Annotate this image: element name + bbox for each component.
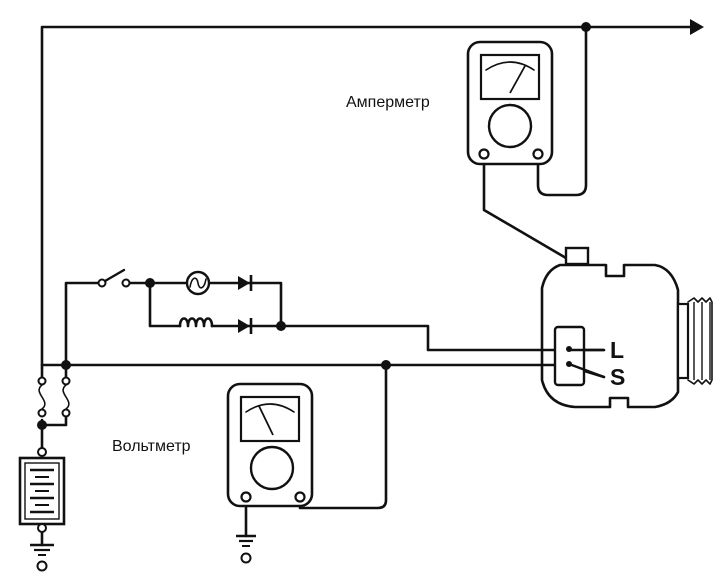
- terminal-l-label: L: [610, 337, 624, 363]
- battery-icon: [18, 447, 66, 533]
- output-arrow: [690, 19, 704, 35]
- battery-ground-icon: [30, 543, 54, 572]
- terminal-s-label: S: [610, 364, 625, 390]
- voltmeter-icon: [226, 382, 314, 508]
- voltmeter-ground-icon: [236, 534, 256, 564]
- fuses: [37, 376, 71, 418]
- coil-icon: [178, 317, 214, 328]
- ammeter-icon: [466, 40, 554, 166]
- diode-icon-upper: [238, 275, 253, 291]
- charge-lamp-icon: [185, 270, 211, 296]
- ignition-switch-icon: [97, 268, 131, 288]
- voltmeter-label: Вольтметр: [112, 438, 191, 455]
- junction-dots: [37, 22, 591, 430]
- alternator-icon: [540, 246, 713, 409]
- diode-icon-lower: [238, 318, 253, 334]
- ammeter-label: Амперметр: [346, 94, 430, 111]
